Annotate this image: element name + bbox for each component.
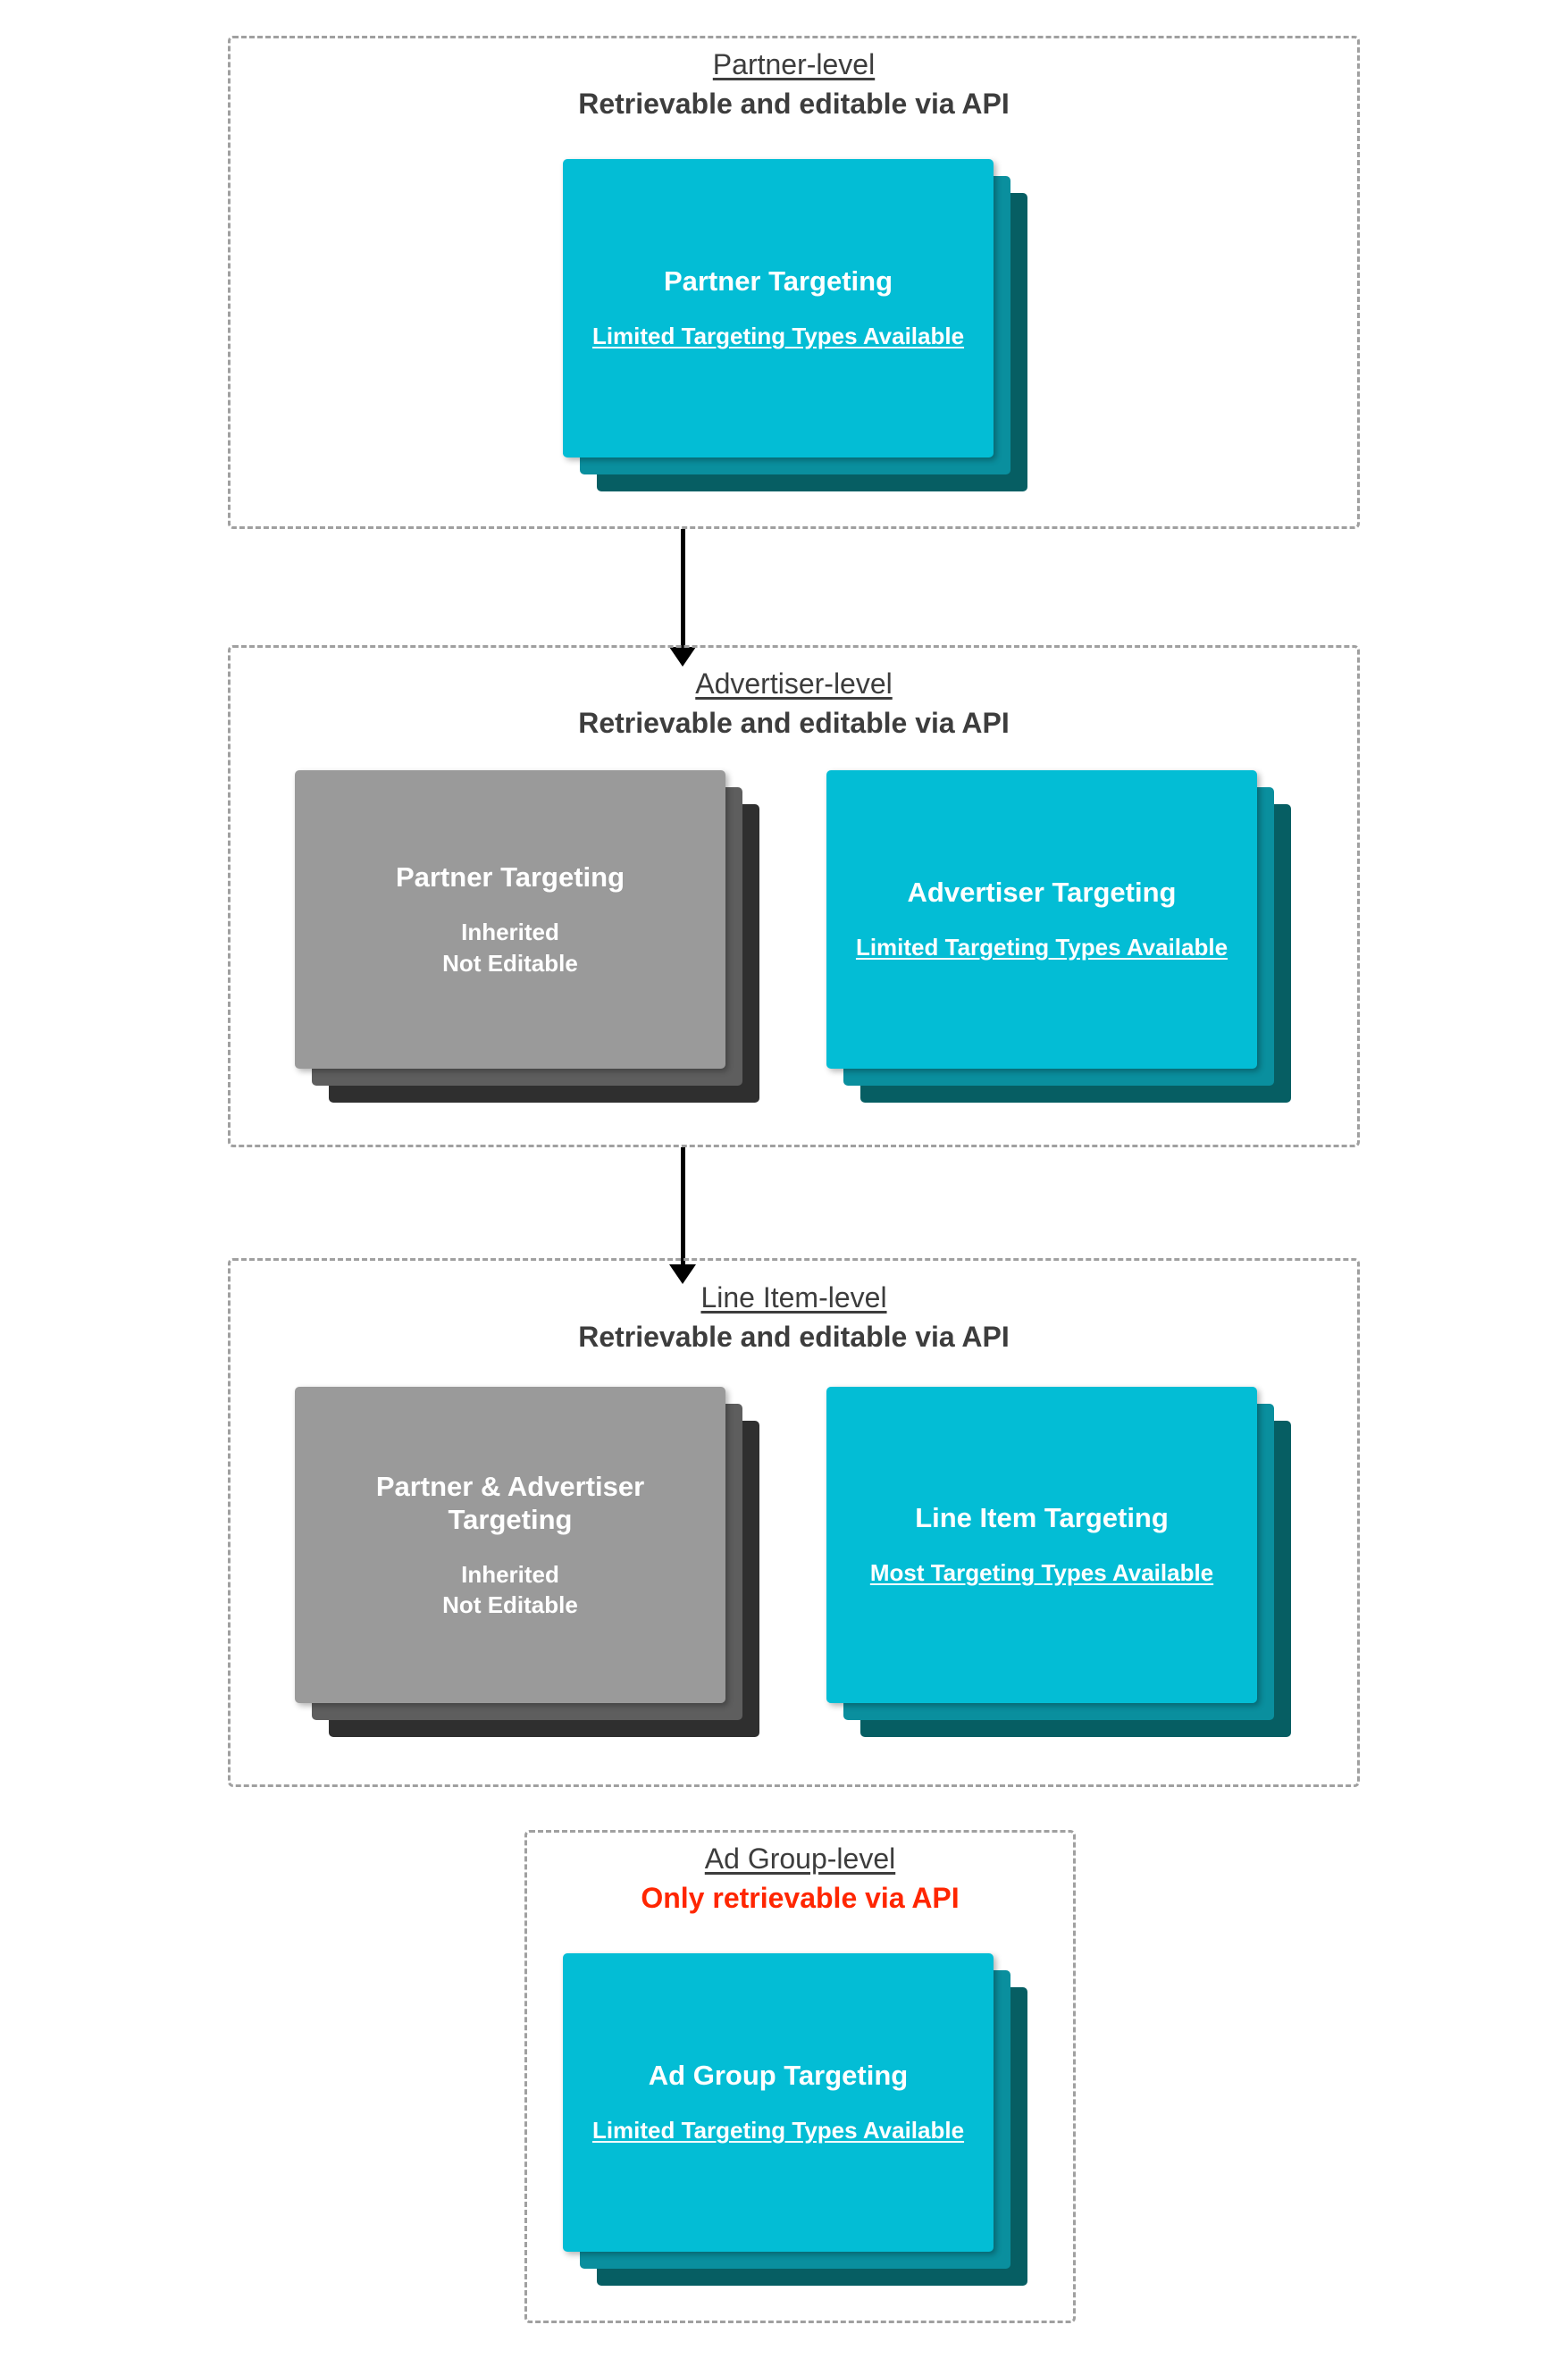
- card-title: Partner & Advertiser Targeting: [375, 1470, 645, 1535]
- card-note: Limited Targeting Types Available: [591, 2117, 965, 2145]
- card-title: Partner Targeting: [395, 861, 625, 894]
- card-note: Inherited Not Editable: [442, 919, 578, 977]
- card-note: Inherited Not Editable: [442, 1560, 578, 1619]
- card-stack-line-item-targeting: Line Item Targeting Most Targeting Types…: [826, 1387, 1291, 1737]
- card-stack-line-item-inherited: Partner & Advertiser Targeting Inherited…: [295, 1387, 759, 1737]
- card-stack-ad-group-targeting: Ad Group Targeting Limited Targeting Typ…: [563, 1953, 1027, 2286]
- level-container-ad-group: [524, 1830, 1076, 2323]
- connector-arrowhead: [669, 647, 696, 667]
- card-title: Partner Targeting: [663, 265, 893, 298]
- card-note: Limited Targeting Types Available: [855, 934, 1228, 961]
- card-advertiser-targeting[interactable]: Advertiser Targeting Limited Targeting T…: [826, 770, 1257, 1069]
- connector-partner-to-advertiser: [625, 529, 740, 667]
- card-inherited-partner-targeting[interactable]: Partner Targeting Inherited Not Editable: [295, 770, 725, 1069]
- card-ad-group-targeting[interactable]: Ad Group Targeting Limited Targeting Typ…: [563, 1953, 994, 2252]
- card-note: Most Targeting Types Available: [869, 1559, 1214, 1587]
- card-note: Limited Targeting Types Available: [591, 323, 965, 350]
- level-container-partner: [228, 36, 1360, 529]
- connector-shaft: [680, 1147, 685, 1264]
- connector-shaft: [680, 529, 685, 647]
- level-container-advertiser: [228, 645, 1360, 1147]
- card-line-item-targeting[interactable]: Line Item Targeting Most Targeting Types…: [826, 1387, 1257, 1703]
- card-stack-partner-targeting: Partner Targeting Limited Targeting Type…: [563, 159, 1027, 491]
- connector-advertiser-to-line-item: [625, 1147, 740, 1284]
- card-stack-advertiser-targeting: Advertiser Targeting Limited Targeting T…: [826, 770, 1291, 1103]
- card-title: Ad Group Targeting: [648, 2060, 909, 2092]
- card-stack-advertiser-inherited: Partner Targeting Inherited Not Editable: [295, 770, 759, 1103]
- level-container-line-item: [228, 1258, 1360, 1787]
- card-title: Line Item Targeting: [915, 1502, 1169, 1534]
- card-title: Advertiser Targeting: [907, 877, 1177, 909]
- card-inherited-partner-advertiser-targeting[interactable]: Partner & Advertiser Targeting Inherited…: [295, 1387, 725, 1703]
- connector-arrowhead: [669, 1264, 696, 1284]
- card-partner-targeting[interactable]: Partner Targeting Limited Targeting Type…: [563, 159, 994, 457]
